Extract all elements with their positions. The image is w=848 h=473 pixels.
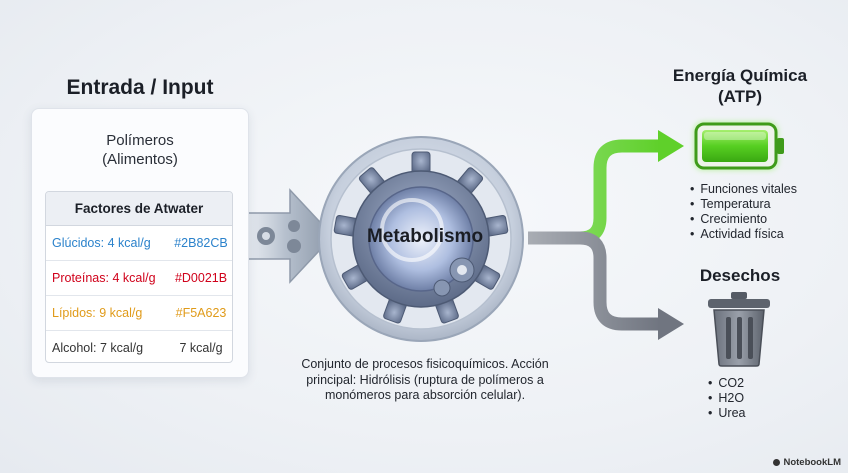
energy-title-line2: (ATP) xyxy=(655,86,825,107)
table-cell-code: #2B82CB xyxy=(170,236,232,250)
logo-icon xyxy=(773,459,780,466)
polymers-line2: (Alimentos) xyxy=(32,150,248,169)
table-cell-label: Glúcidos: 4 kcal/g xyxy=(46,236,170,250)
table-row-lipidos: Lípidos: 9 kcal/g #F5A623 xyxy=(46,296,232,331)
table-cell-label: Proteínas: 4 kcal/g xyxy=(46,271,170,285)
input-card: Polímeros (Alimentos) Factores de Atwate… xyxy=(31,108,249,378)
list-item: H2O xyxy=(708,391,745,406)
table-cell-label: Lípidos: 9 kcal/g xyxy=(46,306,170,320)
energy-title-line1: Energía Química xyxy=(655,65,825,86)
table-row-glucidos: Glúcidos: 4 kcal/g #2B82CB xyxy=(46,226,232,261)
atwater-table-title: Factores de Atwater xyxy=(46,192,232,226)
energy-title: Energía Química (ATP) xyxy=(655,65,825,107)
energy-uses-list: Funciones vitales Temperatura Crecimient… xyxy=(690,182,797,242)
brand-label: NotebookLM xyxy=(783,457,841,468)
table-cell-code: #D0021B xyxy=(170,271,232,285)
list-item: Funciones vitales xyxy=(690,182,797,197)
polymers-label: Polímeros (Alimentos) xyxy=(32,131,248,169)
list-item: Temperatura xyxy=(690,197,797,212)
table-cell-code: #F5A623 xyxy=(170,306,232,320)
atwater-table: Factores de Atwater Glúcidos: 4 kcal/g #… xyxy=(45,191,233,363)
table-row-proteinas: Proteínas: 4 kcal/g #D0021B xyxy=(46,261,232,296)
trash-can-icon xyxy=(704,290,774,368)
energy-flow-arrow xyxy=(528,146,660,238)
list-item: Urea xyxy=(708,406,745,421)
brand-watermark: NotebookLM xyxy=(773,457,841,468)
metabolism-label: Metabolismo xyxy=(350,226,500,248)
energy-arrowhead xyxy=(658,130,684,162)
input-title: Entrada / Input xyxy=(40,76,240,100)
list-item: Actividad física xyxy=(690,227,797,242)
polymers-line1: Polímeros xyxy=(32,131,248,150)
list-item: CO2 xyxy=(708,376,745,391)
table-cell-label: Alcohol: 7 kcal/g xyxy=(46,341,170,355)
waste-arrowhead xyxy=(658,308,684,340)
table-row-alcohol: Alcohol: 7 kcal/g 7 kcal/g xyxy=(46,331,232,363)
table-cell-code: 7 kcal/g xyxy=(170,341,232,355)
metabolism-description: Conjunto de procesos fisicoquímicos. Acc… xyxy=(300,357,550,404)
battery-icon xyxy=(686,114,790,178)
waste-list: CO2 H2O Urea xyxy=(708,376,745,421)
waste-title: Desechos xyxy=(680,266,800,286)
waste-flow-arrow xyxy=(528,238,660,324)
list-item: Crecimiento xyxy=(690,212,797,227)
